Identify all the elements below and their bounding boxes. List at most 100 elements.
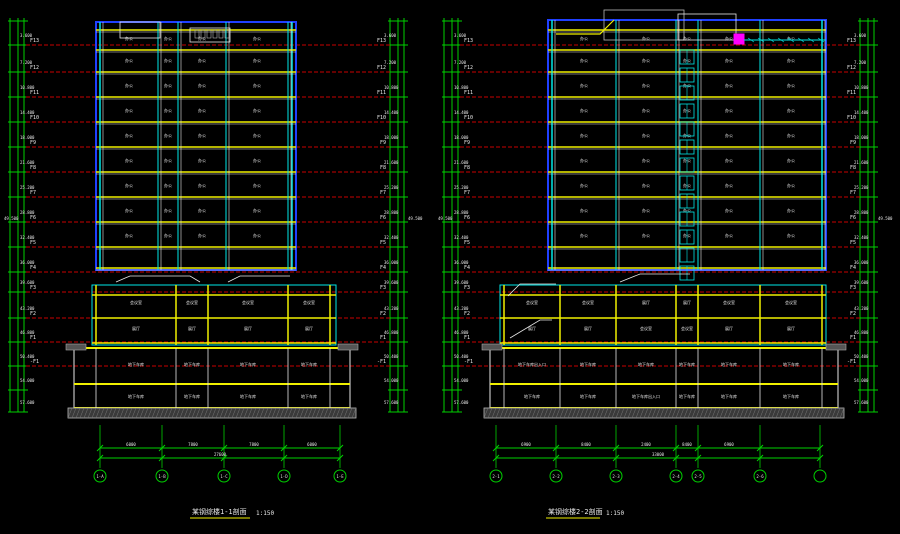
foundation-hatch bbox=[579, 407, 585, 419]
section-2-2-title: 某钢综楼2-2剖面 bbox=[548, 507, 603, 516]
level-value: 50.400 bbox=[854, 354, 869, 359]
axis-bubble bbox=[333, 469, 347, 483]
room-label: 办公 bbox=[787, 157, 795, 163]
room-label: 办公 bbox=[580, 132, 588, 138]
floor-label-left: F3 bbox=[464, 285, 470, 291]
room-label: 办公 bbox=[787, 107, 795, 113]
level-value: 21.600 bbox=[854, 160, 869, 165]
room-label: 办公 bbox=[580, 207, 588, 213]
dimension-tick bbox=[158, 454, 166, 462]
foundation-hatch bbox=[223, 407, 229, 419]
foundation-hatch bbox=[587, 407, 593, 419]
room-label: 办公 bbox=[198, 82, 206, 88]
basement-room-label: 地下车库 bbox=[679, 361, 695, 367]
room-label: 办公 bbox=[725, 107, 733, 113]
room-label: 办公 bbox=[642, 132, 650, 138]
dimension-tick bbox=[612, 444, 620, 452]
foundation-hatch bbox=[811, 407, 817, 419]
floor-label-right: F6 bbox=[850, 215, 856, 221]
foundation-hatch bbox=[283, 407, 289, 419]
foundation-hatch bbox=[99, 407, 105, 419]
axis-bubble bbox=[669, 469, 683, 483]
level-value: 46.800 bbox=[454, 330, 469, 335]
dimension-tick bbox=[756, 454, 764, 462]
floor-label-right: F10 bbox=[377, 115, 386, 121]
foundation-hatch bbox=[331, 407, 337, 419]
segment-dimension: 6900 bbox=[521, 442, 531, 447]
podium-room-label: 会议室 bbox=[242, 299, 254, 305]
floor-label-right: F3 bbox=[380, 285, 386, 291]
axis-label: 2-1 bbox=[492, 474, 500, 479]
dimension-tick bbox=[552, 444, 560, 452]
floor-label-left: F1 bbox=[464, 335, 470, 341]
room-label: 办公 bbox=[253, 232, 261, 238]
foundation-hatch bbox=[631, 407, 637, 419]
dimension-tick bbox=[552, 454, 560, 462]
room-label: 办公 bbox=[125, 57, 133, 63]
room-label: 办公 bbox=[683, 207, 691, 213]
foundation-hatch bbox=[343, 407, 349, 419]
foundation-hatch bbox=[831, 407, 837, 419]
foundation-hatch bbox=[79, 407, 85, 419]
foundation-hatch bbox=[531, 407, 537, 419]
level-value: 32.400 bbox=[454, 235, 469, 240]
room-label: 办公 bbox=[198, 57, 206, 63]
floor-label-left: F2 bbox=[464, 311, 470, 317]
floor-label-right: F9 bbox=[850, 140, 856, 146]
floor-label-right: F5 bbox=[380, 240, 386, 246]
section-1-1-scale: 1:150 bbox=[256, 510, 274, 517]
dimension-tick bbox=[672, 444, 680, 452]
foundation-hatch bbox=[699, 407, 705, 419]
segment-dimension: 7800 bbox=[249, 442, 259, 447]
dimension-tick bbox=[612, 454, 620, 462]
ramp-line bbox=[619, 273, 690, 283]
room-label: 办公 bbox=[580, 232, 588, 238]
floor-label-left: F1 bbox=[30, 335, 36, 341]
floor-label-left: F5 bbox=[30, 240, 36, 246]
foundation-hatch bbox=[311, 407, 317, 419]
basement-room-label: 地下车库 bbox=[301, 393, 317, 399]
foundation-hatch bbox=[719, 407, 725, 419]
foundation-hatch bbox=[591, 407, 597, 419]
segment-dimension: 6000 bbox=[126, 442, 136, 447]
dimension-tick bbox=[492, 444, 500, 452]
room-label: 办公 bbox=[198, 157, 206, 163]
dimension-tick bbox=[672, 454, 680, 462]
foundation-hatch bbox=[623, 407, 629, 419]
axis-bubble bbox=[93, 469, 107, 483]
floor-label-left: F7 bbox=[464, 190, 470, 196]
room-label: 办公 bbox=[580, 157, 588, 163]
room-label: 办公 bbox=[164, 57, 172, 63]
dimension-tick bbox=[816, 444, 824, 452]
floor-label-left: F2 bbox=[30, 311, 36, 317]
floor-label-left: F11 bbox=[30, 90, 39, 96]
roof-hatch bbox=[807, 37, 815, 43]
foundation-hatch bbox=[303, 407, 309, 419]
room-label: 办公 bbox=[642, 82, 650, 88]
floor-label-right: F8 bbox=[380, 165, 386, 171]
roof-edge bbox=[556, 19, 615, 35]
foundation-hatch bbox=[515, 407, 521, 419]
basement-room-label: 地下车库出入口 bbox=[518, 361, 546, 367]
podium-room-label: 展厅 bbox=[584, 325, 592, 331]
floor-label-right: F2 bbox=[380, 311, 386, 317]
basement-room-label: 地下车库 bbox=[240, 393, 256, 399]
podium-room-label: 会议室 bbox=[186, 299, 198, 305]
segment-dimension: 2400 bbox=[641, 442, 651, 447]
room-label: 办公 bbox=[683, 82, 691, 88]
foundation-hatch bbox=[163, 407, 169, 419]
level-value: 7.200 bbox=[20, 60, 33, 65]
room-label: 办公 bbox=[725, 232, 733, 238]
room-label: 办公 bbox=[164, 232, 172, 238]
level-value: 10.800 bbox=[20, 85, 35, 90]
foundation-hatch bbox=[839, 407, 845, 419]
podium-outline bbox=[91, 284, 337, 346]
floor-label-left: F12 bbox=[30, 65, 39, 71]
floor-label-right: F11 bbox=[377, 90, 386, 96]
axis-bubble bbox=[277, 469, 291, 483]
room-label: 办公 bbox=[642, 107, 650, 113]
foundation-hatch bbox=[827, 407, 833, 419]
room-label: 办公 bbox=[725, 35, 733, 41]
foundation-hatch bbox=[655, 407, 661, 419]
room-label: 办公 bbox=[253, 82, 261, 88]
